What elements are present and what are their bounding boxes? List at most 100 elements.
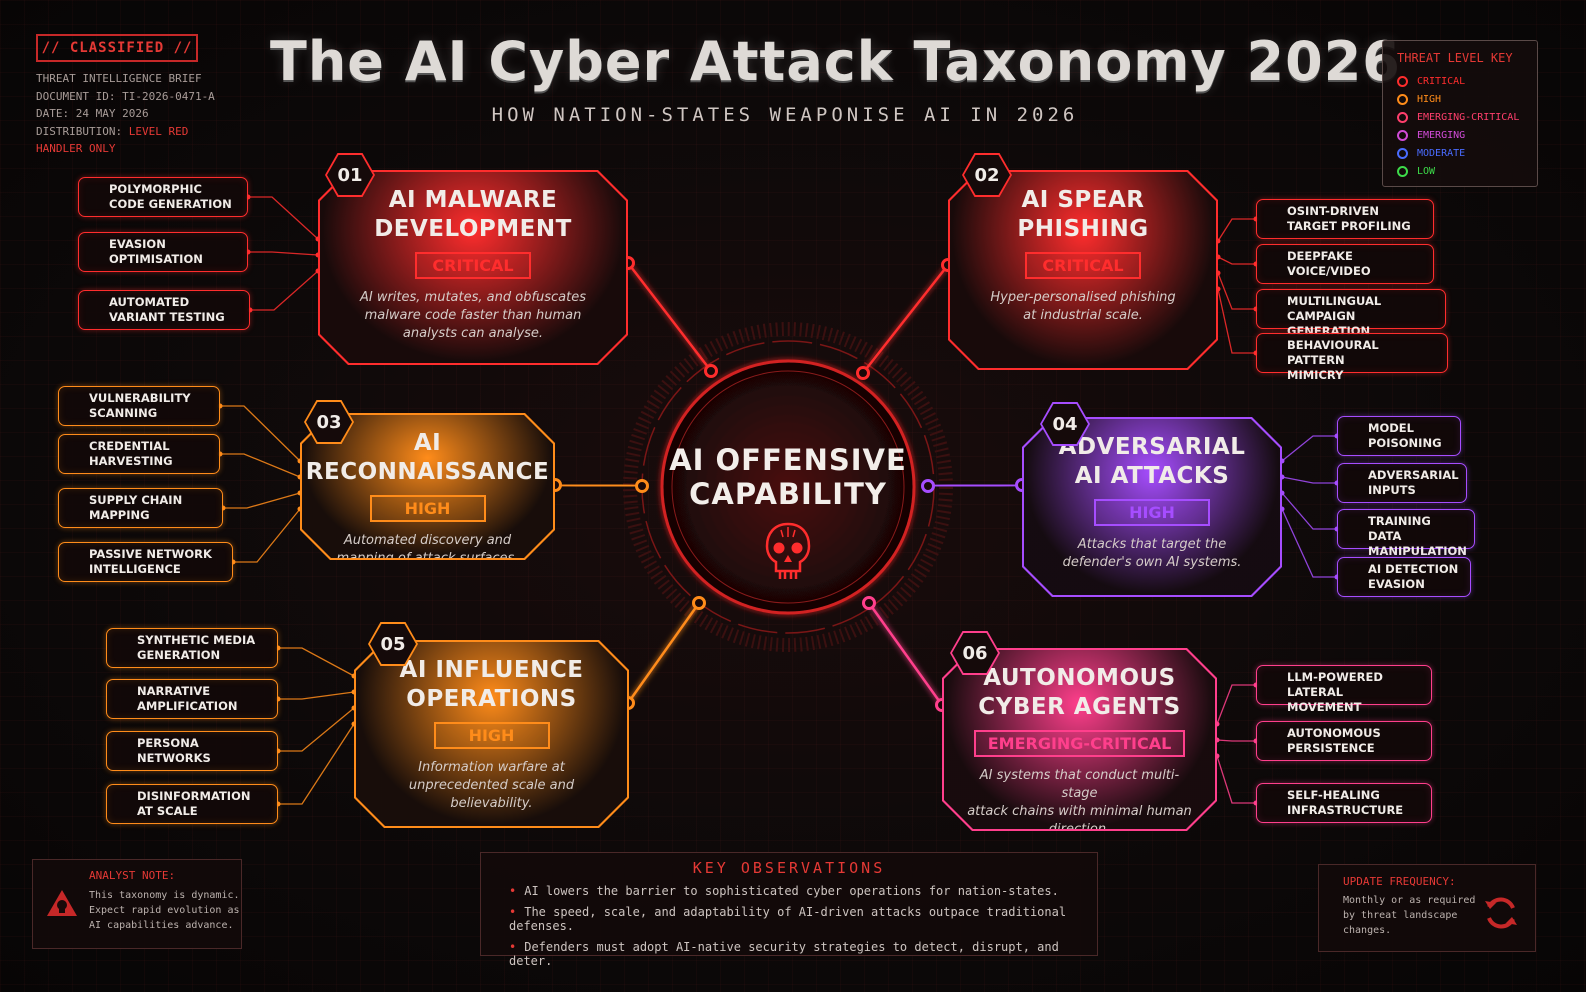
category-title-line2: OPERATIONS (406, 686, 577, 712)
category-title-line2: DEVELOPMENT (374, 216, 572, 242)
warning-skull-icon (47, 890, 77, 916)
technique-tag-line2: AMPLIFICATION (137, 699, 238, 713)
category-number: 05 (370, 624, 416, 664)
legend-item: HIGH (1397, 90, 1523, 108)
category-title-line2: CYBER AGENTS (978, 694, 1181, 720)
tag-connector-line (223, 492, 301, 509)
technique-tag-line1: PERSONA (137, 736, 199, 750)
tag-connector-line (278, 691, 355, 700)
category-number: 02 (964, 155, 1010, 195)
hub-connector-line (554, 483, 643, 488)
tag-connector-line (278, 723, 355, 805)
description-line: AI systems that conduct multi-stage (979, 768, 1180, 801)
legend-dot-icon (1397, 147, 1408, 159)
observation-item: Defenders must adopt AI-native security … (509, 940, 1097, 968)
technique-tag-line1: DISINFORMATION (137, 789, 251, 803)
description-line: Attacks that target the (1077, 537, 1227, 552)
legend-item: EMERGING (1397, 126, 1523, 144)
update-frequency-line: Monthly or as required (1343, 895, 1476, 906)
technique-tag-line2: MIMICRY (1287, 368, 1344, 382)
description-line: defender's own AI systems. (1062, 555, 1242, 570)
category-number-badge: 04 (1040, 402, 1090, 446)
category-number: 03 (306, 402, 352, 442)
hub-connector-line (862, 264, 949, 374)
analyst-note-text: This taxonomy is dynamic. Expect rapid e… (89, 888, 240, 933)
hub-connector-node (704, 364, 718, 378)
technique-tag-line1: SELF-HEALING (1287, 788, 1380, 802)
technique-tag-line1: TRAINING DATA (1368, 514, 1431, 543)
center-title-line1: AI OFFENSIVE (669, 443, 907, 477)
tag-connector-line (220, 453, 301, 478)
description-line: at industrial scale. (1023, 308, 1143, 323)
tag-connector-line (1281, 492, 1337, 530)
technique-tag-line2: MANIPULATION (1368, 544, 1467, 558)
technique-tag-line1: AUTONOMOUS (1287, 726, 1381, 740)
threat-level-badge: HIGH (434, 722, 550, 749)
technique-tag-line2: SCANNING (89, 406, 158, 420)
technique-tag-line2: NETWORKS (137, 751, 211, 765)
update-frequency-panel: UPDATE FREQUENCY: Monthly or as required… (1318, 864, 1536, 952)
category-number: 06 (952, 633, 998, 673)
page-subtitle: HOW NATION-STATES WEAPONISE AI IN 2026 (491, 104, 1079, 126)
technique-tag-line1: MULTILINGUAL (1287, 294, 1382, 308)
technique-tag-line2: VOICE/VIDEO (1287, 264, 1371, 278)
category-title-line2: AI ATTACKS (1074, 463, 1230, 489)
legend-item: EMERGING-CRITICAL (1397, 108, 1523, 126)
tag-connector-line (220, 405, 301, 462)
tag-connector-line (250, 270, 319, 311)
threat-level-badge: EMERGING-CRITICAL (974, 730, 1186, 757)
hub-core-ring (660, 359, 916, 615)
category-title-line1: ADVERSARIAL (1058, 434, 1246, 460)
description-line: Automated discovery and (343, 533, 512, 548)
analyst-note-line: Expect rapid evolution as (89, 905, 240, 916)
distribution: DISTRIBUTION: LEVEL RED (36, 123, 215, 141)
technique-tag-line1: POLYMORPHIC (109, 182, 202, 196)
analyst-note-panel: ANALYST NOTE: This taxonomy is dynamic. … (32, 859, 242, 949)
category-title-line2: RECONNAISSANCE (305, 459, 550, 485)
key-observations-panel: KEY OBSERVATIONS AI lowers the barrier t… (480, 852, 1098, 968)
tag-connector-line (1216, 755, 1256, 804)
category-title-line2: PHISHING (1017, 216, 1149, 242)
description-line: Information warfare at (418, 760, 565, 775)
technique-tag-line2: INTELLIGENCE (89, 562, 181, 576)
handler-note: HANDLER ONLY (36, 142, 116, 155)
technique-tag-line2: TARGET PROFILING (1287, 219, 1411, 233)
category-title-line1: AI INFLUENCE (399, 657, 584, 683)
update-frequency-line: by threat landscape (1343, 910, 1458, 921)
technique-tag-line1: SUPPLY CHAIN (89, 493, 183, 507)
description-line: believability. (450, 796, 533, 811)
technique-tag-line1: SYNTHETIC MEDIA (137, 633, 256, 647)
category-number: 04 (1042, 404, 1088, 444)
legend-label: EMERGING (1417, 129, 1466, 141)
document-id: DOCUMENT ID: TI-2026-0471-A (36, 89, 215, 103)
tag-connector-line (1281, 508, 1337, 578)
technique-tag-line2: AT SCALE (137, 804, 198, 818)
technique-tag-line2: GENERATION (137, 648, 221, 662)
update-frequency-title: UPDATE FREQUENCY: (1343, 875, 1456, 888)
distribution-label: DISTRIBUTION: (36, 124, 123, 138)
technique-tag-line1: NARRATIVE (137, 684, 211, 698)
description-line: Hyper-personalised phishing (990, 290, 1176, 305)
technique-tag-line1: PASSIVE NETWORK (89, 547, 212, 561)
analyst-note-line: AI capabilities advance. (89, 920, 234, 931)
tag-connector-line (1217, 288, 1256, 354)
category-card: AI INFLUENCE OPERATIONS HIGH Information wa… (354, 640, 629, 828)
category-number-badge: 03 (304, 400, 354, 444)
hub-connector-line (867, 602, 944, 706)
